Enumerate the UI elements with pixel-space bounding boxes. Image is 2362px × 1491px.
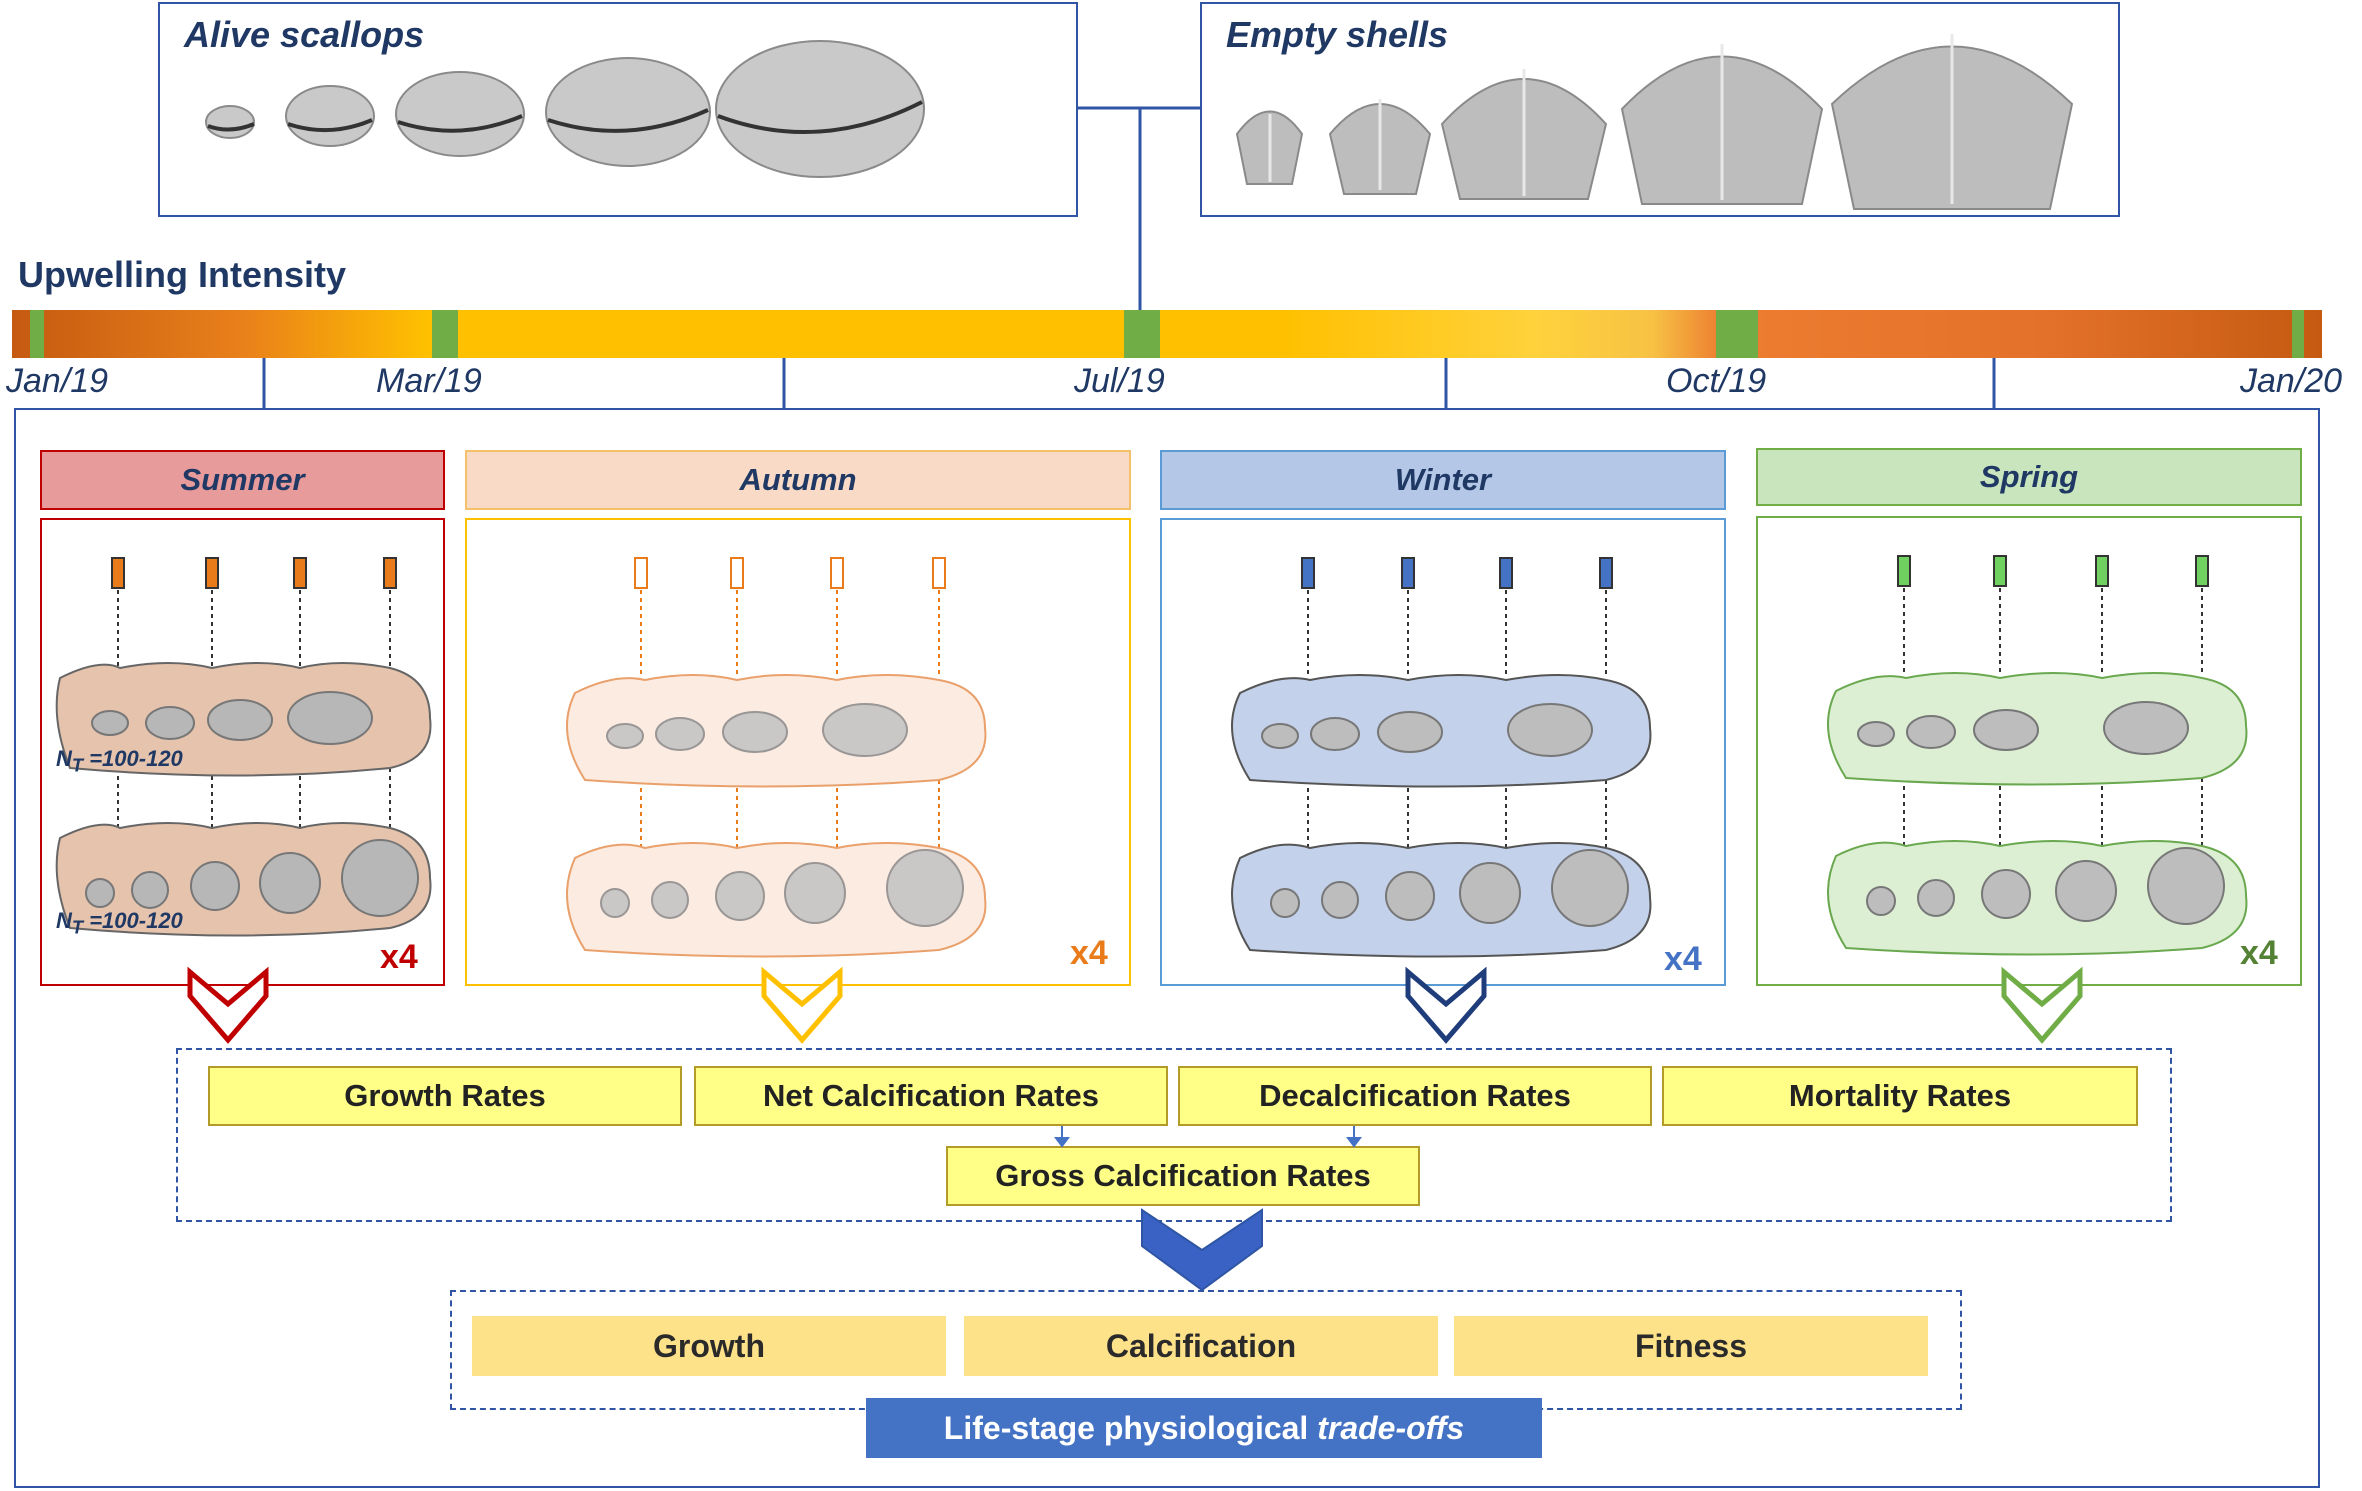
tradeoff-label: Life-stage physiological — [943, 1409, 1318, 1446]
empty-shells-panel: Empty shells — [1200, 2, 2120, 217]
summer-multiplier: x4 — [380, 938, 418, 976]
alive-scallops-panel: Alive scallops — [158, 2, 1078, 217]
season-header-winter: Winter — [1160, 450, 1726, 510]
calcification-outcome-box: Calcification — [964, 1316, 1438, 1376]
alive-scallops-title: Alive scallops — [184, 14, 425, 55]
autumn-multiplier: x4 — [1070, 934, 1108, 972]
autumn-chevron-icon — [761, 966, 843, 1044]
empty-shells-illustration — [1235, 34, 2074, 210]
season-panel-summer — [40, 518, 445, 986]
big-chevron-icon — [1141, 1208, 1263, 1292]
upwelling-marker — [30, 310, 44, 358]
season-panel-spring — [1756, 516, 2302, 986]
gross-calcification-rates-box: Gross Calcification Rates — [946, 1146, 1420, 1206]
tradeoff-banner: Life-stage physiological trade-offs — [866, 1398, 1542, 1458]
upwelling-marker — [1716, 310, 1758, 358]
season-panel-autumn — [465, 518, 1131, 986]
growth-rates-box: Growth Rates — [208, 1066, 682, 1126]
season-header-spring: Spring — [1756, 448, 2302, 506]
spring-chevron-icon — [2001, 966, 2083, 1044]
season-chevrons — [187, 966, 2083, 1044]
top-connector — [1078, 106, 1200, 310]
season-panel-winter — [1160, 518, 1726, 986]
month-label: Mar/19 — [376, 362, 482, 400]
season-header-autumn: Autumn — [465, 450, 1131, 510]
main-frame — [14, 408, 2320, 1488]
rates-group — [176, 1048, 2172, 1222]
autumn-cage-illustration — [566, 557, 987, 958]
mortality-rates-box: Mortality Rates — [1662, 1066, 2138, 1126]
summer-chevron-icon — [187, 966, 269, 1044]
summer-cage-illustration — [55, 557, 432, 937]
month-label: Jan/19 — [6, 362, 109, 400]
month-label: Jul/19 — [1074, 362, 1165, 400]
empty-shells-title: Empty shells — [1226, 14, 1449, 55]
decalcification-rates-box: Decalcification Rates — [1178, 1066, 1652, 1126]
net-calcification-rates-box: Net Calcification Rates — [694, 1066, 1168, 1126]
upwelling-marker — [2292, 310, 2304, 358]
summer-sample-size-lower: NT =100-120 — [56, 908, 183, 938]
rate-arrows — [1054, 1126, 1362, 1148]
upwelling-title: Upwelling Intensity — [18, 254, 347, 295]
winter-multiplier: x4 — [1664, 940, 1702, 978]
spring-cage-illustration — [1827, 555, 2248, 956]
alive-scallops-illustration — [205, 40, 925, 178]
spring-multiplier: x4 — [2240, 934, 2278, 972]
season-header-summer: Summer — [40, 450, 445, 510]
month-label: Oct/19 — [1666, 362, 1767, 400]
upwelling-marker — [432, 310, 458, 358]
summer-sample-size-upper: NT =100-120 — [56, 746, 183, 776]
growth-outcome-box: Growth — [472, 1316, 946, 1376]
season-dividers — [262, 358, 1996, 408]
tradeoff-emphasis: trade-offs — [1317, 1409, 1465, 1446]
upwelling-bar — [12, 310, 2322, 358]
winter-chevron-icon — [1405, 966, 1487, 1044]
fitness-outcome-box: Fitness — [1454, 1316, 1928, 1376]
month-label: Jan/20 — [2240, 362, 2343, 400]
winter-cage-illustration — [1231, 557, 1652, 958]
upwelling-marker — [1124, 310, 1160, 358]
